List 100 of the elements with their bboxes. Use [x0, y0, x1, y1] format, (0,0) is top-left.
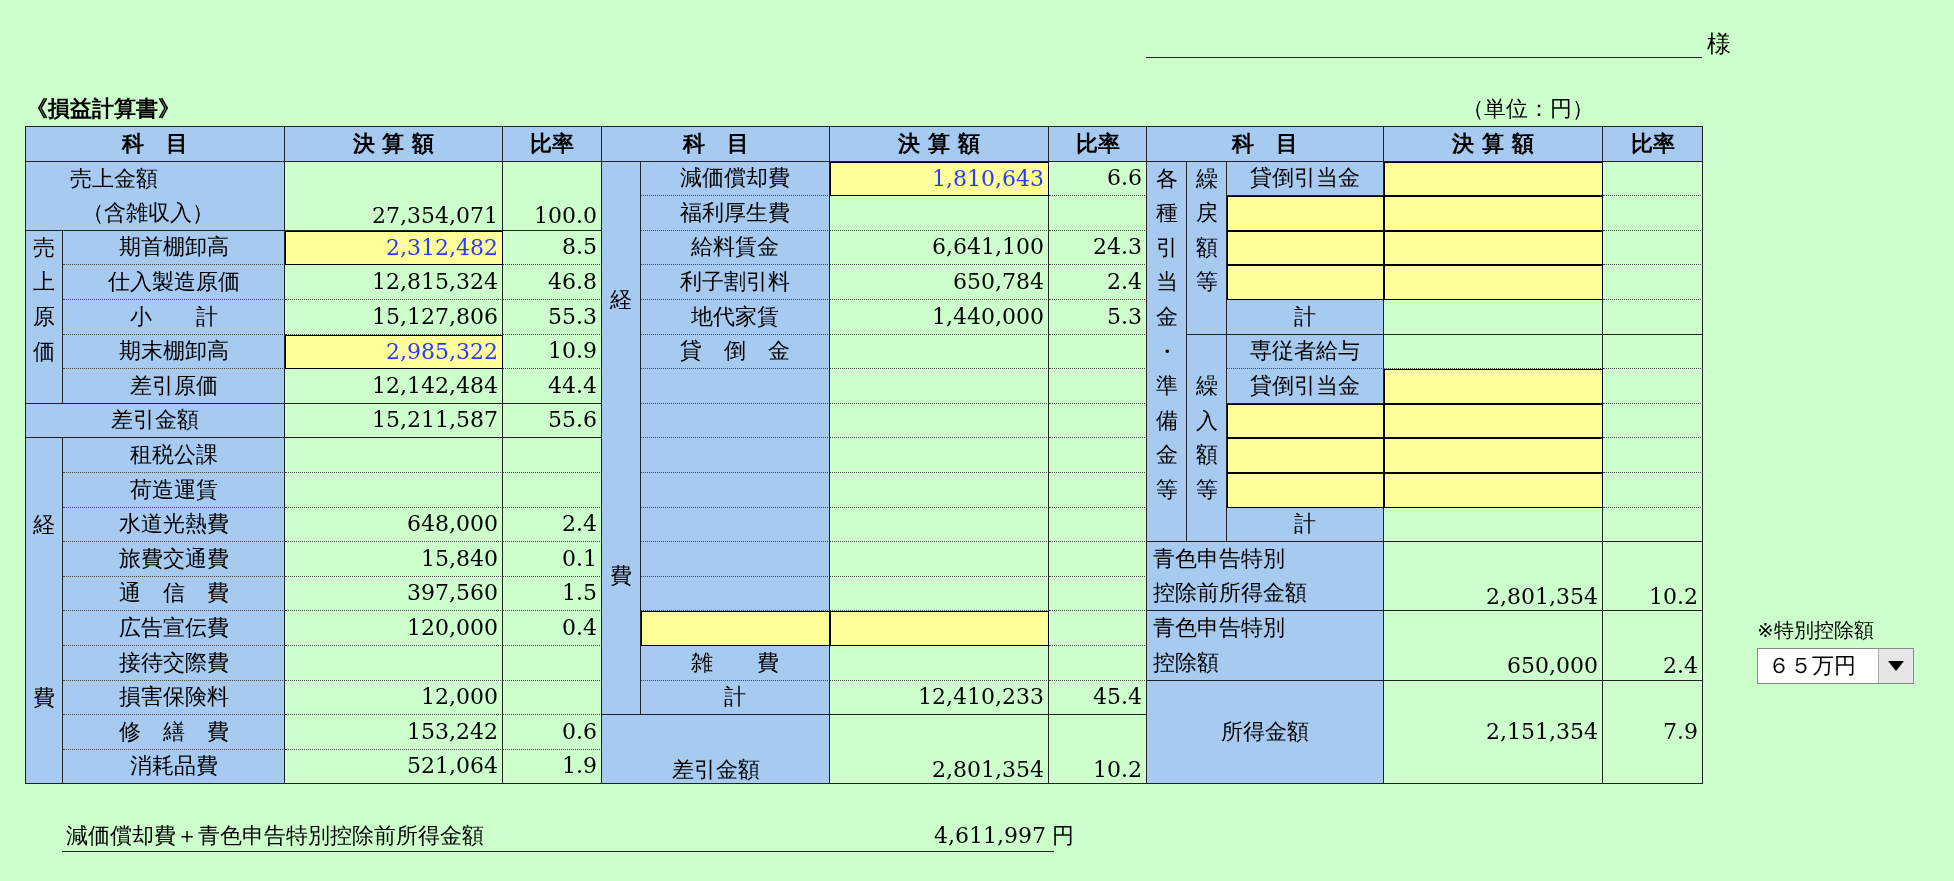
account-label: 青色申告特別	[1147, 611, 1384, 646]
formula-label: 減価償却費＋青色申告特別控除前所得金額	[66, 823, 484, 850]
category-label: 各種引当金・準備金等	[1147, 161, 1187, 543]
ratio-value: 6.6	[1049, 161, 1147, 197]
account-label: 租税公課	[63, 438, 285, 473]
column-header: 決 算 額	[285, 127, 503, 162]
ratio-value: 1.5	[503, 576, 602, 612]
account-label: 広告宣伝費	[63, 611, 285, 646]
category-label: 繰入額等	[1187, 334, 1227, 543]
amount-value: 397,560	[285, 576, 503, 612]
account-label: 差引金額	[602, 715, 830, 785]
column-header: 科 目	[602, 127, 830, 162]
amount-value: 27,354,071	[285, 161, 503, 231]
account-label: 地代家賃	[641, 299, 830, 335]
amount-value: 12,410,233	[830, 680, 1049, 716]
amount-value: 12,815,324	[285, 265, 503, 300]
column-header: 科 目	[26, 127, 285, 162]
category-label: 経費	[26, 438, 63, 785]
account-label: 小 計	[63, 299, 285, 335]
amount-value: 6,641,100	[830, 230, 1049, 266]
account-label: 控除額	[1147, 645, 1384, 681]
ratio-value: 55.3	[503, 299, 602, 335]
account-label: 通 信 費	[63, 576, 285, 612]
amount-value: 521,064	[285, 749, 503, 785]
ratio-value: 0.6	[503, 715, 602, 750]
column-header: 比率	[1049, 127, 1147, 162]
ratio-value: 1.9	[503, 749, 602, 785]
account-label: 旅費交通費	[63, 542, 285, 577]
total-value: 4,611,997	[934, 823, 1046, 850]
amount-value: 120,000	[285, 611, 503, 646]
ratio-value: 24.3	[1049, 230, 1147, 266]
amount-value: 2,151,354	[1384, 680, 1603, 785]
amount-input-field: 2,985,322	[285, 334, 503, 370]
amount-value: 15,127,806	[285, 299, 503, 335]
account-label: 青色申告特別	[1147, 542, 1384, 577]
account-label: 消耗品費	[63, 749, 285, 785]
amount-value: 648,000	[285, 507, 503, 543]
ratio-value: 0.1	[503, 542, 602, 577]
amount-input-field: 2,312,482	[285, 230, 503, 266]
column-header: 決 算 額	[830, 127, 1049, 162]
account-label: 水道光熱費	[63, 507, 285, 543]
account-label: 専従者給与	[1227, 334, 1384, 370]
account-label: 計	[641, 680, 830, 716]
unit-label: 円	[1052, 823, 1074, 850]
amount-value: 650,784	[830, 265, 1049, 300]
category-label: 繰戻額等	[1187, 161, 1227, 335]
account-label: 計	[1227, 299, 1384, 335]
ratio-value: 46.8	[503, 265, 602, 300]
unit-note: （単位：円）	[1462, 96, 1594, 123]
ratio-value: 10.9	[503, 334, 602, 370]
account-label: 福利厚生費	[641, 196, 830, 231]
ratio-value: 44.4	[503, 369, 602, 404]
account-label: 差引原価	[63, 369, 285, 404]
account-label: 接待交際費	[63, 645, 285, 681]
column-header: 決 算 額	[1384, 127, 1603, 162]
amount-value: 1,440,000	[830, 299, 1049, 335]
ratio-value: 0.4	[503, 611, 602, 646]
ratio-value: 2.4	[503, 507, 602, 543]
dropdown: ６５万円	[1757, 648, 1914, 684]
account-label: （含雑収入）	[26, 196, 285, 231]
account-label: 所得金額	[1147, 680, 1384, 785]
account-label: 修 繕 費	[63, 715, 285, 750]
ratio-value: 100.0	[503, 161, 602, 231]
ratio-value: 10.2	[1603, 542, 1703, 612]
amount-input-field: 1,810,643	[830, 161, 1049, 197]
account-label: 減価償却費	[641, 161, 830, 197]
ratio-value: 55.6	[503, 403, 602, 439]
account-label: 期首棚卸高	[63, 230, 285, 266]
ratio-value: 7.9	[1603, 680, 1703, 785]
ratio-value: 5.3	[1049, 299, 1147, 335]
amount-value: 15,211,587	[285, 403, 503, 439]
account-label: 売上金額	[26, 161, 285, 197]
ratio-value: 45.4	[1049, 680, 1147, 716]
column-header: 比率	[503, 127, 602, 162]
account-label: 利子割引料	[641, 265, 830, 300]
column-header: 比率	[1603, 127, 1703, 162]
ratio-value: 2.4	[1049, 265, 1147, 300]
account-label: 仕入製造原価	[63, 265, 285, 300]
table-title: 《損益計算書》	[26, 96, 180, 123]
account-label: 給料賃金	[641, 230, 830, 266]
amount-value: 153,242	[285, 715, 503, 750]
amount-value: 2,801,354	[1384, 542, 1603, 612]
account-label: 差引金額	[26, 403, 285, 439]
account-label: 雑 費	[641, 645, 830, 681]
account-label: 計	[1227, 507, 1384, 543]
amount-value: 15,840	[285, 542, 503, 577]
account-label: 貸 倒 金	[641, 334, 830, 370]
honorific-label: 様	[1707, 30, 1731, 59]
account-label: 貸倒引当金	[1227, 369, 1384, 404]
amount-value: 650,000	[1384, 611, 1603, 681]
account-label: 荷造運賃	[63, 472, 285, 508]
ratio-value: 2.4	[1603, 611, 1703, 681]
account-label: 損害保険料	[63, 680, 285, 716]
category-label: 経費	[602, 161, 641, 716]
column-header: 科 目	[1147, 127, 1384, 162]
account-label: 控除前所得金額	[1147, 576, 1384, 612]
category-label: 売上原価	[26, 230, 63, 404]
amount-value: 12,000	[285, 680, 503, 716]
amount-value: 2,801,354	[830, 715, 1049, 785]
amount-value: 12,142,484	[285, 369, 503, 404]
